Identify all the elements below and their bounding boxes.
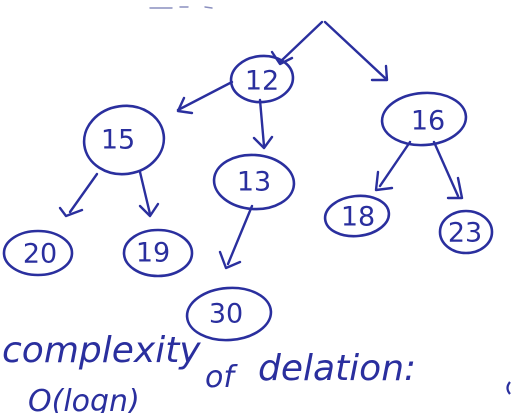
arrowhead-15-to-19 bbox=[138, 202, 160, 218]
node-13: 13 bbox=[212, 153, 296, 211]
edge-13-to-30 bbox=[226, 204, 254, 266]
node-19: 19 bbox=[122, 228, 194, 278]
edge-12-to-15 bbox=[176, 80, 234, 112]
note-word-delation: delation: bbox=[258, 348, 416, 389]
node-12: 12 bbox=[229, 54, 295, 104]
node-15-label: 15 bbox=[101, 125, 135, 156]
arrowhead-12-to-15 bbox=[176, 96, 194, 115]
node-15: 15 bbox=[82, 104, 166, 176]
node-13-label: 13 bbox=[237, 167, 271, 198]
top-scribble bbox=[149, 6, 213, 9]
node-16: 16 bbox=[380, 91, 468, 147]
edge-15-to-19 bbox=[138, 170, 152, 216]
node-20: 20 bbox=[2, 229, 74, 277]
node-23: 23 bbox=[438, 209, 494, 255]
node-18: 18 bbox=[323, 194, 391, 238]
node-19-label: 19 bbox=[136, 238, 170, 269]
node-12-label: 12 bbox=[245, 66, 279, 97]
edge-16-to-23 bbox=[432, 140, 460, 198]
arrowhead-16-to-18 bbox=[374, 170, 394, 192]
note-big-o: O(logn) bbox=[28, 384, 140, 413]
edge-mark bbox=[506, 381, 511, 395]
edge-15-to-20 bbox=[68, 172, 99, 214]
edge-top-to-16 bbox=[323, 20, 387, 80]
arrowhead-16-to-23 bbox=[446, 176, 464, 200]
note-word-complexity: complexity bbox=[2, 330, 201, 371]
node-18-label: 18 bbox=[341, 202, 375, 233]
edge-16-to-18 bbox=[378, 140, 412, 188]
arrowhead-top-to-16 bbox=[370, 64, 389, 82]
edge-top-to-12 bbox=[278, 20, 324, 64]
arrowhead-12-to-13 bbox=[252, 135, 274, 150]
note-word-of: of bbox=[205, 360, 238, 395]
arrowhead-top-to-12 bbox=[270, 50, 294, 66]
node-23-label: 23 bbox=[448, 218, 482, 249]
node-30-label: 30 bbox=[209, 299, 243, 330]
arrowhead-13-to-30 bbox=[218, 250, 242, 270]
node-20-label: 20 bbox=[23, 239, 57, 270]
node-30: 30 bbox=[185, 286, 273, 342]
node-16-label: 16 bbox=[411, 106, 445, 137]
edge-12-to-13 bbox=[258, 98, 266, 148]
arrowhead-15-to-20 bbox=[58, 206, 84, 218]
